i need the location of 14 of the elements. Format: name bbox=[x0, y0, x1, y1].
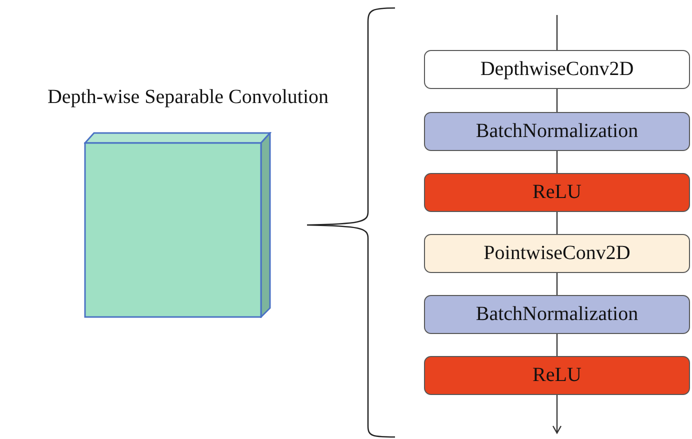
layer-box: BatchNormalization bbox=[424, 112, 690, 151]
connector-line bbox=[556, 334, 558, 356]
layer-box: ReLU bbox=[424, 356, 690, 395]
connector-line bbox=[556, 89, 558, 112]
layer-box: PointwiseConv2D bbox=[424, 234, 690, 273]
connector-line bbox=[552, 395, 562, 434]
connector-line bbox=[556, 273, 558, 295]
node-heading: Depth-wise Separable Convolution bbox=[46, 86, 330, 109]
connector-line bbox=[556, 212, 558, 234]
connector-line bbox=[556, 15, 558, 50]
layer-box: DepthwiseConv2D bbox=[424, 50, 690, 89]
connector-line bbox=[556, 151, 558, 173]
layer-box: BatchNormalization bbox=[424, 295, 690, 334]
layer-box: ReLU bbox=[424, 173, 690, 212]
